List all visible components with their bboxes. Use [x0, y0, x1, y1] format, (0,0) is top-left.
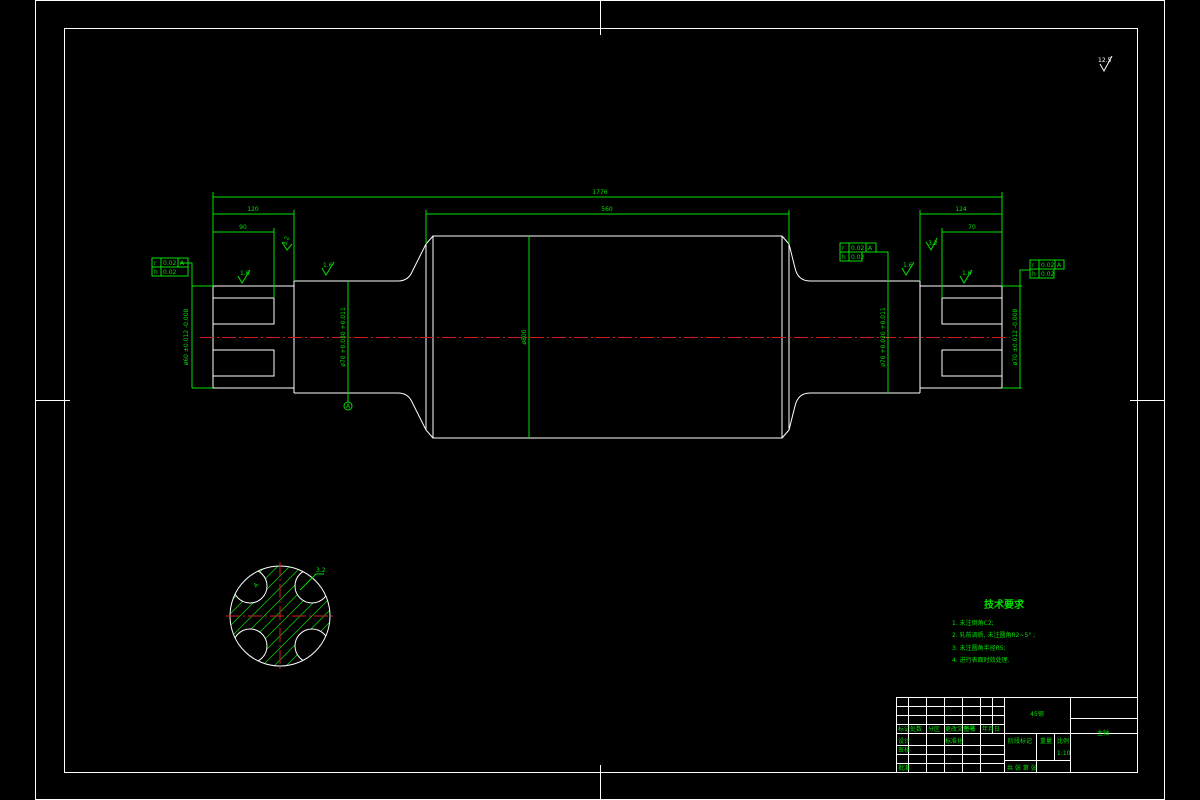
title-col-zone: 分区 — [928, 725, 940, 733]
tech-item-3: 3. 未注圆角半径R5; — [952, 644, 1006, 652]
title-row-design: 设计 — [898, 737, 910, 745]
title-material: 45钢 — [1030, 710, 1044, 718]
section-label: A — [252, 581, 260, 589]
tolerance-frame-right: r 0.02 A h 0.02 — [839, 242, 877, 262]
title-col-count: 处数 — [910, 725, 922, 733]
title-col-mark: 标记 — [898, 725, 910, 733]
dim-left-shoulder-dia: ø70 +0.030 +0.011 — [340, 307, 347, 367]
tol-far-right-bottom-val: 0.02 — [1041, 271, 1055, 278]
tol-far-right-top-val: 0.02 — [1041, 262, 1055, 269]
title-weight: 重量 — [1040, 737, 1052, 745]
dim-right-shoulder-dia: ø70 +0.030 +0.011 — [880, 307, 887, 367]
tech-item-1: 1. 未注倒角C2; — [952, 619, 994, 627]
roughness-r2: 1.6 — [323, 262, 333, 269]
title-scale: 1:10 — [1057, 750, 1071, 757]
roughness-r4: 1.6 — [903, 262, 913, 269]
roughness-r6: 1.6 — [962, 270, 972, 277]
roughness-r1: 1.6 — [240, 270, 250, 277]
tol-right-top-sym: r — [842, 245, 845, 252]
tolerance-frame-left: r 0.02 A h 0.02 — [151, 257, 189, 277]
title-row-std: 标准化 — [945, 737, 963, 745]
title-part-name: 主轴 — [1097, 729, 1109, 737]
right-keyway-lower — [941, 349, 1003, 377]
tol-left-top-datum: A — [180, 260, 185, 267]
tech-item-2: 2. 轧前调质, 未注圆角R2~5° ; — [952, 631, 1035, 639]
roughness-symbols — [237, 237, 973, 284]
dimension-lines — [180, 192, 1030, 438]
tol-right-bottom-sym: h — [842, 254, 846, 261]
roughness-r3: 3.2 — [281, 235, 291, 247]
dim-left-end-dia: ø60 ±0.012 -0.008 — [183, 308, 190, 365]
title-col-date: 年月日 — [982, 725, 1000, 733]
centering-marks — [35, 0, 1165, 800]
general-roughness-value: 12.5 — [1098, 57, 1112, 64]
title-row-approve: 批准 — [898, 764, 910, 772]
right-keyway-upper — [941, 297, 1003, 325]
tol-left-top-val: 0.02 — [163, 260, 177, 267]
title-block: 45钢 主轴 标记 处数 分区 更改文件号 签名 年月日 设计 标准化 审核 批… — [896, 697, 1138, 773]
dim-body-length: 560 — [601, 206, 613, 213]
tol-left-top-sym: r — [154, 260, 157, 267]
tol-left-bottom-sym: h — [154, 269, 158, 276]
dim-left-keyway: 90 — [239, 224, 247, 231]
tol-left-bottom-val: 0.02 — [163, 269, 177, 276]
tol-far-right-bottom-sym: h — [1032, 271, 1036, 278]
dim-left-journal: 120 — [247, 206, 259, 213]
tech-item-4: 4. 进行表面时效处理. — [952, 656, 1010, 664]
dim-overall: 1776 — [592, 189, 607, 196]
tol-far-right-top-datum: A — [1057, 262, 1062, 269]
section-view: 3.2 A — [226, 562, 334, 670]
left-keyway-lower — [212, 349, 275, 377]
section-roughness: 3.2 — [316, 567, 326, 574]
datum-label: A — [346, 403, 351, 410]
tech-requirements: 技术要求 1. 未注倒角C2; 2. 轧前调质, 未注圆角R2~5° ; 3. … — [952, 598, 1035, 664]
datum-marker: A — [343, 401, 353, 411]
title-stage: 阶段标记 — [1008, 737, 1032, 745]
dim-right-keyway: 70 — [968, 224, 976, 231]
title-col-sign: 签名 — [964, 725, 976, 733]
general-roughness-symbol: 12.5 — [1098, 55, 1113, 73]
tol-far-right-top-sym: r — [1032, 262, 1035, 269]
roughness-r5: 3.2 — [928, 240, 938, 247]
tol-right-top-val: 0.02 — [851, 245, 865, 252]
tolerance-frame-far-right: r 0.02 A h 0.02 — [1029, 259, 1065, 279]
tech-title: 技术要求 — [984, 598, 1025, 611]
title-col-change: 更改文件号 — [945, 725, 975, 733]
dim-right-journal: 124 — [955, 206, 967, 213]
tol-right-top-datum: A — [868, 245, 873, 252]
title-row-check: 审核 — [898, 746, 910, 754]
title-ratio: 比例 — [1057, 737, 1069, 745]
dim-body-diameter: ø800 — [521, 329, 528, 344]
left-keyway-upper — [212, 297, 275, 325]
dim-right-end-dia: ø70 ±0.012 -0.008 — [1012, 308, 1019, 365]
outer-frame — [35, 0, 1165, 800]
title-sheet: 共 张 第 张 — [1007, 764, 1037, 772]
tol-right-bottom-val: 0.02 — [851, 254, 865, 261]
